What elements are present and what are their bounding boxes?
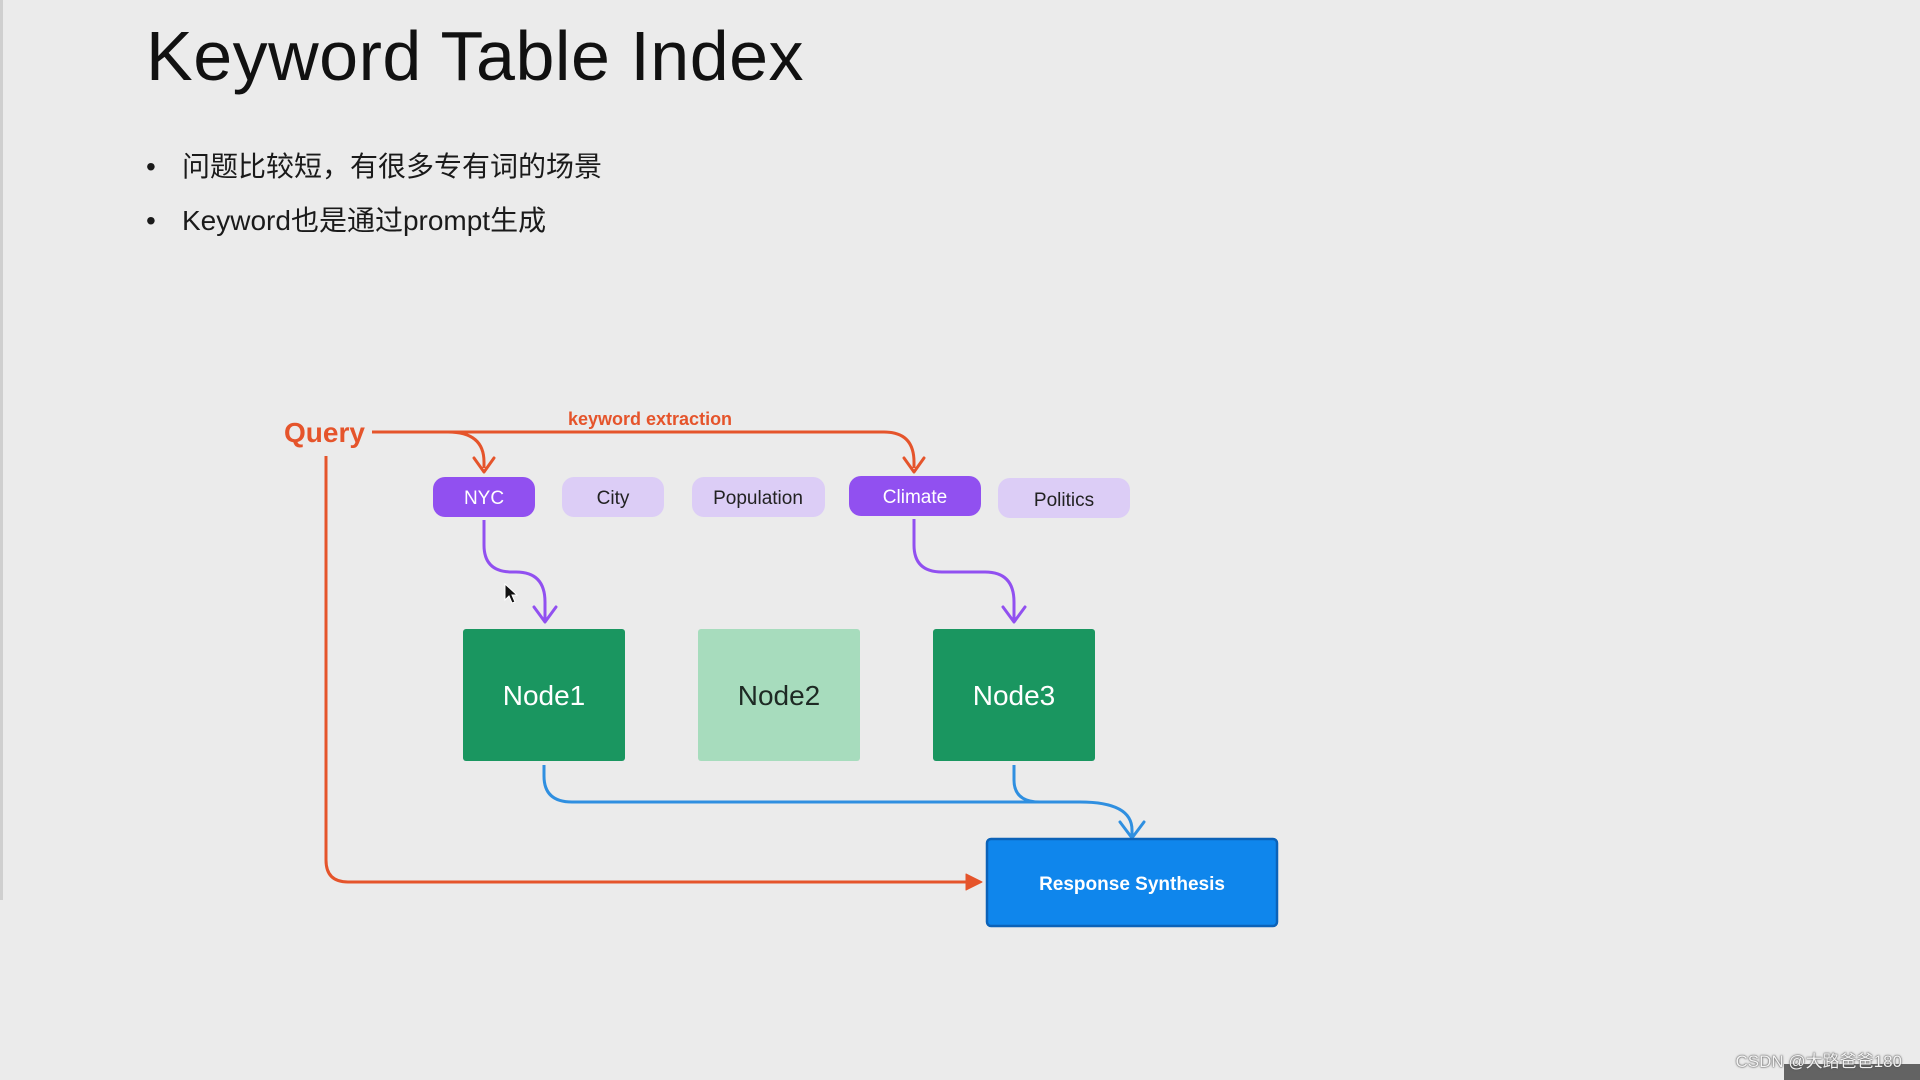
keyword-pill-nyc xyxy=(433,477,535,517)
arrowhead-icon xyxy=(902,456,926,474)
mouse-cursor-icon xyxy=(504,582,519,604)
keyword-pills: NYC City Population Climate Politics xyxy=(433,476,1130,518)
keyword-label: Climate xyxy=(883,487,947,508)
keyword-label: Politics xyxy=(1034,490,1094,511)
node2-box xyxy=(698,629,860,761)
node3-to-synthesis-arrow xyxy=(1012,765,1041,804)
arrowhead-icon xyxy=(472,456,496,474)
query-direct-path xyxy=(324,456,968,884)
keyword-label: City xyxy=(597,488,630,509)
climate-to-node3-arrow xyxy=(912,519,1016,620)
node-label: Node3 xyxy=(973,680,1056,711)
bullet-text: Keyword也是通过prompt生成 xyxy=(182,205,547,236)
nodes: Node1 Node2 Node3 xyxy=(463,629,1095,761)
nyc-to-node1-arrow xyxy=(482,520,547,620)
keyword-to-node-arrows xyxy=(482,519,1027,624)
video-time-bar xyxy=(1784,1064,1920,1080)
bullet-item: • 问题比较短，有很多专有词的场景 xyxy=(146,140,602,194)
keyword-pill-climate xyxy=(849,476,981,516)
query-to-synthesis-arrow xyxy=(324,456,983,891)
bullet-dot-icon: • xyxy=(146,151,156,182)
window-edge xyxy=(0,0,3,900)
keyword-pill-city xyxy=(562,477,664,517)
keyword-label: NYC xyxy=(464,488,504,509)
query-label: Query xyxy=(284,417,365,448)
node3-box xyxy=(933,629,1095,761)
keyword-label: Population xyxy=(713,488,803,509)
response-synthesis-box xyxy=(985,837,1279,928)
slide-title: Keyword Table Index xyxy=(146,17,805,95)
query-to-nyc-arrow xyxy=(372,430,486,468)
arrowhead-icon xyxy=(965,873,983,891)
node-label: Node1 xyxy=(503,680,586,711)
bullet-dot-icon: • xyxy=(146,205,156,236)
bullet-text: 问题比较短，有很多专有词的场景 xyxy=(182,151,603,182)
keyword-pill-politics xyxy=(998,478,1130,518)
arrowhead-icon xyxy=(532,605,558,624)
bullet-list: • 问题比较短，有很多专有词的场景 • Keyword也是通过prompt生成 xyxy=(146,140,602,248)
node1-to-synthesis-arrow xyxy=(542,765,1134,836)
keyword-extraction-arrows xyxy=(372,430,926,474)
node-to-synthesis-arrows xyxy=(542,765,1146,840)
response-synthesis: Response Synthesis xyxy=(985,837,1279,928)
response-synthesis-label: Response Synthesis xyxy=(1039,874,1225,895)
keyword-pill-population xyxy=(692,477,825,517)
node-label: Node2 xyxy=(738,680,821,711)
bullet-item: • Keyword也是通过prompt生成 xyxy=(146,194,602,248)
query-to-climate-arrow xyxy=(448,430,916,468)
keyword-extraction-label: keyword extraction xyxy=(568,409,732,429)
watermark: CSDN @大路爸爸180 xyxy=(1735,1052,1902,1071)
arrowhead-icon xyxy=(1001,605,1027,624)
node1-box xyxy=(463,629,625,761)
